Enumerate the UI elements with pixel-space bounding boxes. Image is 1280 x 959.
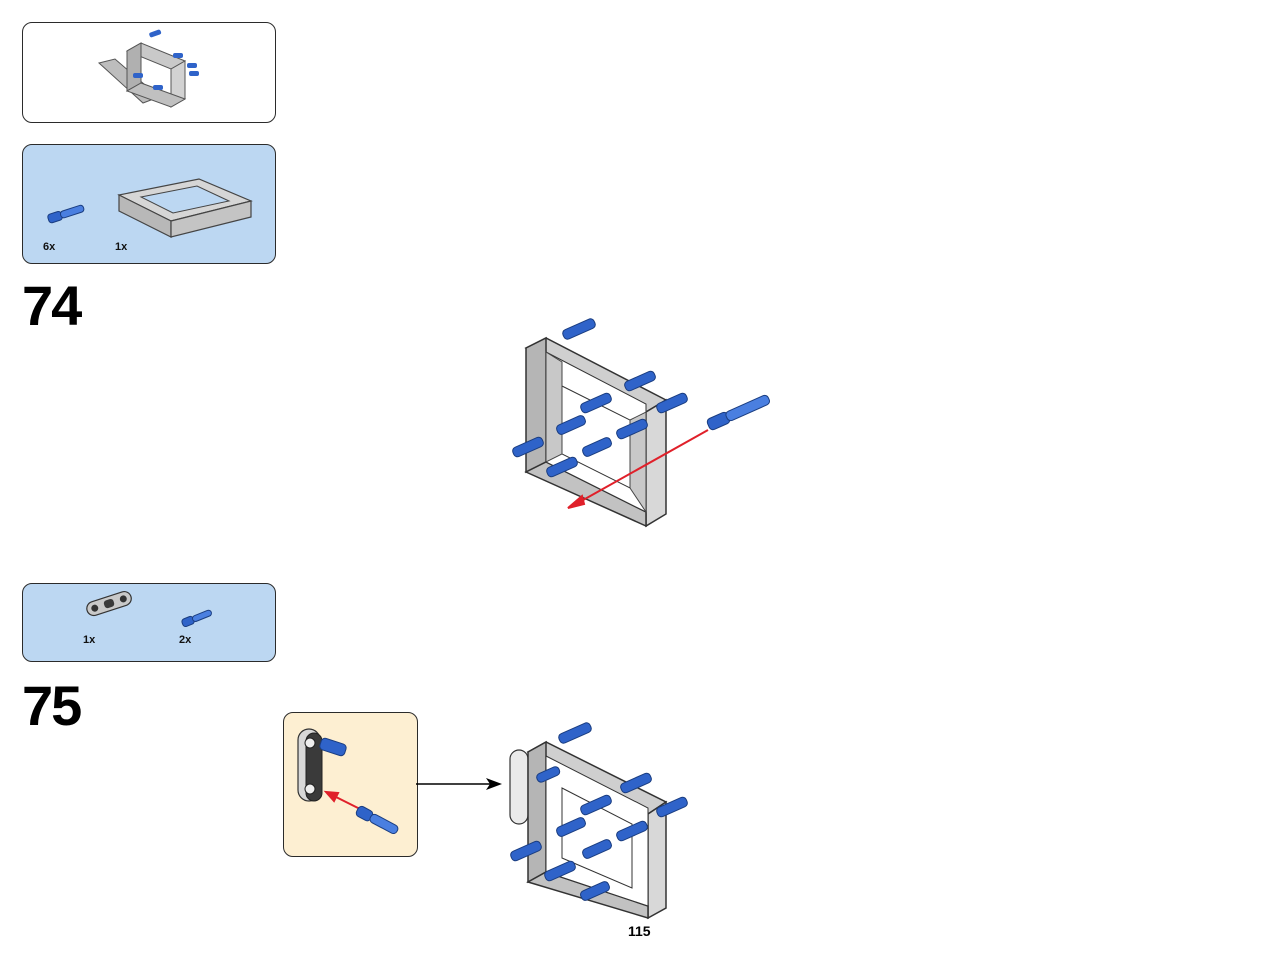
callout-art xyxy=(297,728,399,835)
blue-pin-icon-small xyxy=(181,609,212,628)
callout-to-assembly-arrow xyxy=(416,778,502,790)
step-number-75: 75 xyxy=(22,674,82,737)
blue-pins xyxy=(512,318,688,478)
open-frame-icon xyxy=(117,178,253,238)
parts-list-step-74: 6x 1x xyxy=(22,144,276,264)
sub-assembly-callout xyxy=(283,712,418,857)
pin-connector-icon xyxy=(86,591,132,617)
connector-assembly xyxy=(297,728,347,802)
part-qty-connector: 1x xyxy=(83,634,96,646)
step-74-illustration xyxy=(512,318,770,528)
parts-74-art xyxy=(47,178,253,238)
part-qty-frame: 1x xyxy=(115,241,128,253)
callout-incoming-pin xyxy=(355,805,399,835)
incoming-pin xyxy=(706,394,770,431)
frame-assembly-thumbnail xyxy=(97,29,199,108)
blue-pin-icon xyxy=(47,204,85,224)
previous-step-preview xyxy=(22,22,276,123)
step-75-illustration xyxy=(509,722,688,920)
red-arrow xyxy=(567,429,709,509)
part-qty-pin: 6x xyxy=(43,241,56,253)
parts-75-art xyxy=(86,591,212,628)
part-qty-pin-75: 2x xyxy=(179,634,192,646)
page-number: 115 xyxy=(628,923,651,939)
blue-pins-75 xyxy=(510,722,688,901)
step-number-74: 74 xyxy=(22,274,82,337)
parts-list-step-75: 1x 2x xyxy=(22,583,276,662)
open-frame-assembly xyxy=(524,336,668,528)
